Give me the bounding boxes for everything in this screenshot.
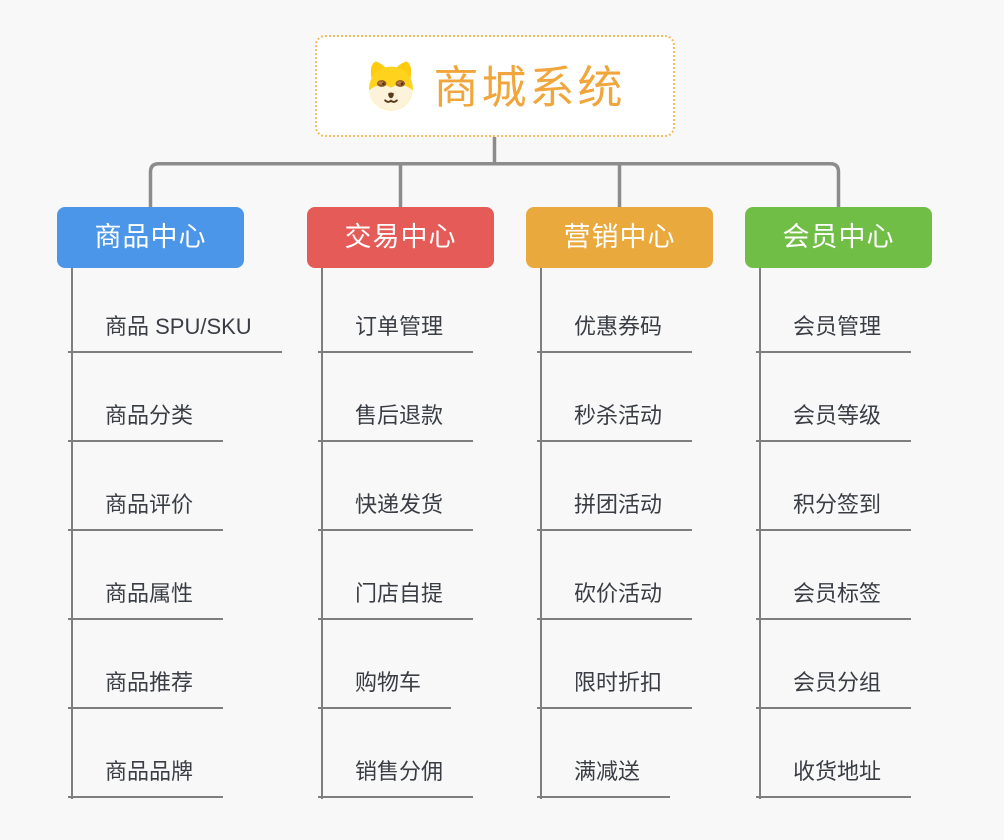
leaf-node[interactable]: 商品属性	[68, 578, 224, 620]
leaf-node[interactable]: 订单管理	[318, 311, 474, 353]
leaf-node[interactable]: 商品 SPU/SKU	[68, 311, 282, 353]
leaf-node[interactable]: 优惠券码	[537, 311, 693, 353]
leaf-node[interactable]: 购物车	[318, 667, 452, 709]
leaf-node[interactable]: 销售分佣	[318, 756, 474, 798]
branch-member-center[interactable]: 会员中心	[745, 207, 932, 268]
root-topic-title: 商城系统	[433, 61, 626, 113]
leaf-node[interactable]: 售后退款	[318, 400, 474, 442]
leaf-node[interactable]: 拼团活动	[537, 489, 693, 531]
branch-product-center[interactable]: 商品中心	[57, 207, 244, 268]
shiba-dog-icon	[369, 61, 414, 111]
leaf-node[interactable]: 商品评价	[68, 489, 224, 531]
leaf-node[interactable]: 会员标签	[756, 578, 912, 620]
leaf-node[interactable]: 快递发货	[318, 489, 474, 531]
leaf-node[interactable]: 收货地址	[756, 756, 912, 798]
leaf-node[interactable]: 会员等级	[756, 400, 912, 442]
leaf-node[interactable]: 限时折扣	[537, 667, 693, 709]
leaf-node[interactable]: 会员分组	[756, 667, 912, 709]
leaf-node[interactable]: 秒杀活动	[537, 400, 693, 442]
leaf-node[interactable]: 商品推荐	[68, 667, 224, 709]
leaf-node[interactable]: 会员管理	[756, 311, 912, 353]
branch-trade-center[interactable]: 交易中心	[307, 207, 494, 268]
root-topic[interactable]: 商城系统	[315, 35, 675, 137]
leaf-node[interactable]: 砍价活动	[537, 578, 693, 620]
leaf-node[interactable]: 商品分类	[68, 400, 224, 442]
branch-marketing-center[interactable]: 营销中心	[526, 207, 713, 268]
leaf-node[interactable]: 满减送	[537, 756, 671, 798]
leaf-node[interactable]: 商品品牌	[68, 756, 224, 798]
leaf-node[interactable]: 门店自提	[318, 578, 474, 620]
leaf-node[interactable]: 积分签到	[756, 489, 912, 531]
